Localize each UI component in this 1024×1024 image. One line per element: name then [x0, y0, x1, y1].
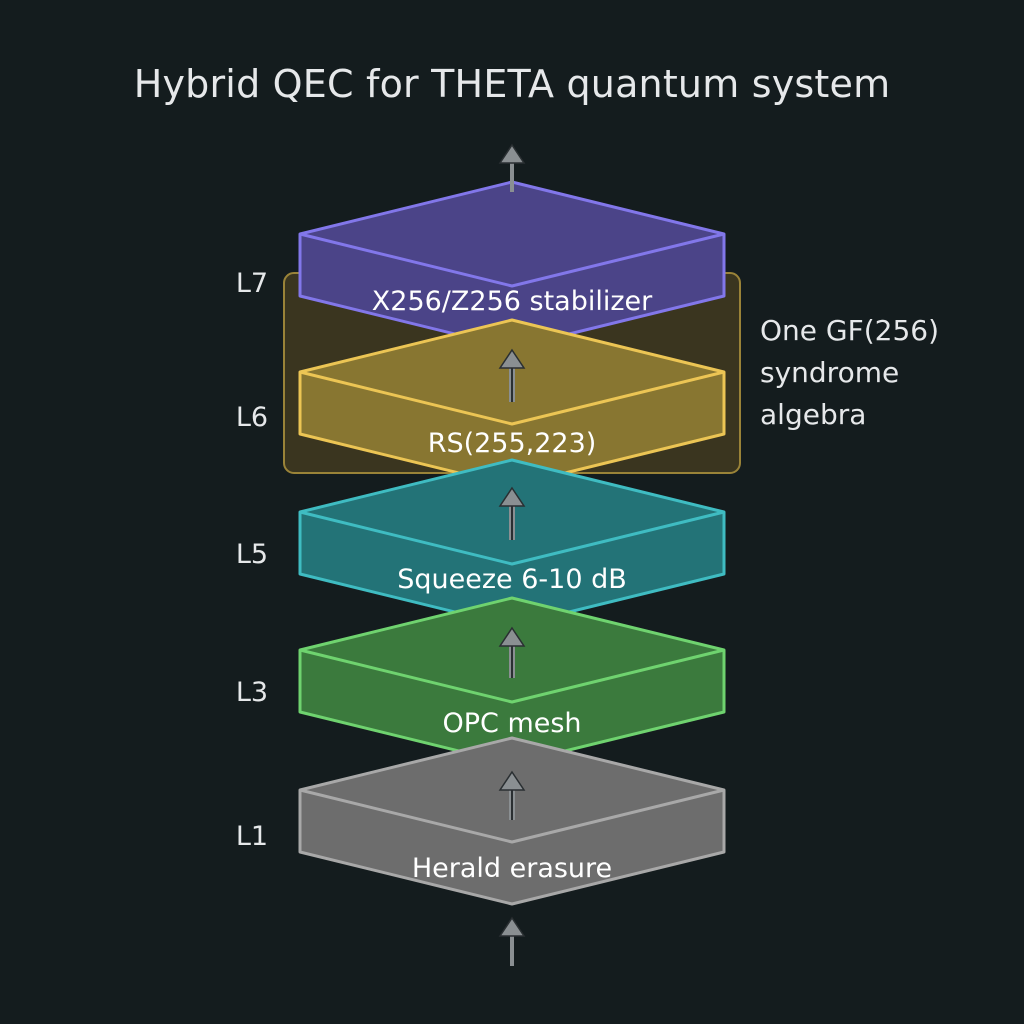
layer-slab: OPC mesh — [298, 596, 726, 766]
layer-slab-edge — [299, 370, 725, 426]
level-label: L6 — [236, 402, 268, 433]
level-label: L7 — [236, 268, 268, 299]
flow-arrow — [498, 143, 526, 192]
layer-slab-edge — [299, 648, 725, 704]
flow-arrow-head — [498, 626, 526, 647]
flow-arrow — [498, 348, 526, 402]
level-label: L1 — [236, 821, 268, 852]
layer-slab-edge — [299, 510, 725, 566]
flow-arrow-head — [498, 348, 526, 369]
layer-slab-edge — [299, 232, 725, 288]
flow-arrow — [498, 486, 526, 540]
diagram-title: Hybrid QEC for THETA quantum system — [133, 62, 891, 106]
layer-slab-edge — [299, 788, 725, 844]
layer-label: OPC mesh — [442, 708, 581, 739]
layer-slab: Herald erasure — [298, 736, 726, 906]
flow-arrow-head — [498, 486, 526, 507]
flow-arrow-head — [498, 770, 526, 791]
group-note: One GF(256) syndrome algebra — [760, 310, 939, 436]
flow-arrow — [498, 770, 526, 820]
layer-slab: Squeeze 6-10 dB — [298, 458, 726, 628]
flow-arrow — [498, 626, 526, 678]
flow-arrow-head — [498, 143, 526, 164]
layer-label: RS(255,223) — [428, 428, 597, 459]
level-label: L5 — [236, 539, 268, 570]
layer-label: Squeeze 6-10 dB — [397, 564, 627, 595]
layer-slab: X256/Z256 stabilizer — [298, 180, 726, 350]
flow-arrow-head — [498, 916, 526, 937]
group-note-line: algebra — [760, 398, 867, 431]
level-label: L3 — [236, 677, 268, 708]
flow-arrow — [498, 916, 526, 966]
layer-label: X256/Z256 stabilizer — [372, 286, 653, 317]
arrows — [498, 143, 526, 966]
group-note-line: One GF(256) — [760, 314, 940, 347]
layer-label: Herald erasure — [412, 853, 612, 884]
group-note-line: syndrome — [760, 356, 900, 389]
